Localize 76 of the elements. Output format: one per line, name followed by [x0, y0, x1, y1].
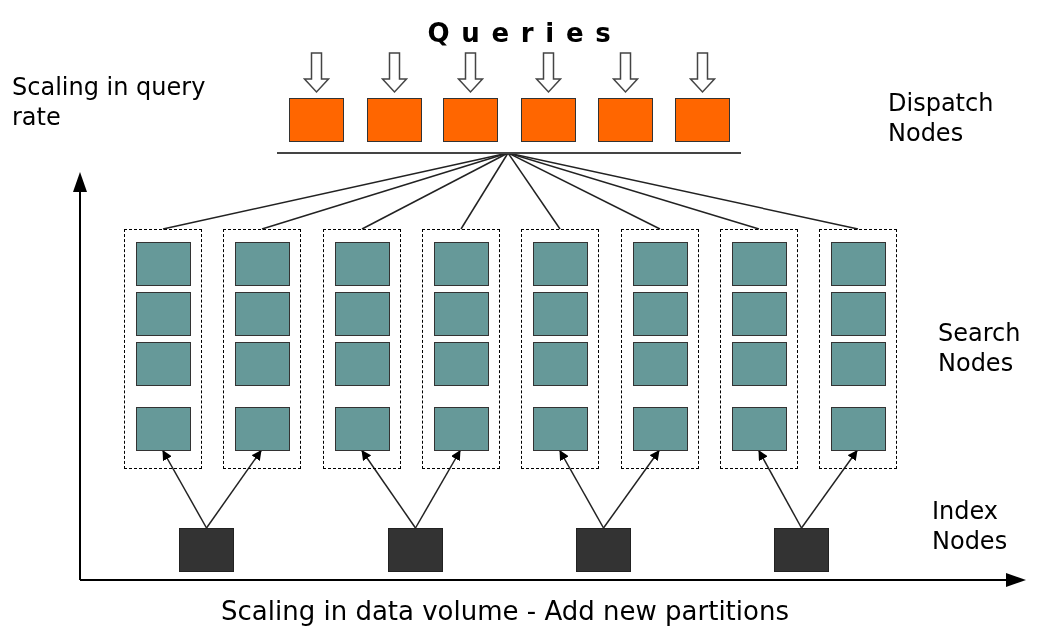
queries-heading: Queries — [426, 17, 624, 50]
partition-group-frame — [124, 229, 202, 469]
search-node-box — [633, 342, 688, 386]
index-node-box — [576, 528, 631, 572]
arrow — [800, 449, 859, 529]
search-node-box — [434, 342, 489, 386]
partition-group-frame — [422, 229, 500, 469]
index-node-box — [388, 528, 443, 572]
search-node-box — [633, 407, 688, 451]
search-node-box — [335, 342, 390, 386]
search-node-box — [831, 407, 886, 451]
search-node-box — [533, 407, 588, 451]
arrow — [360, 449, 417, 529]
connector-line — [460, 152, 509, 230]
search-node-box — [136, 242, 191, 286]
axis-label: Scaling in data volume - Add new partitions — [220, 595, 790, 628]
search-node-box — [235, 292, 290, 336]
tier-label: Search Nodes — [938, 318, 1022, 378]
search-node-box — [831, 292, 886, 336]
partition-group-frame — [521, 229, 599, 469]
arrow — [602, 449, 661, 529]
dispatch-node-box — [675, 98, 730, 142]
arrow — [558, 449, 605, 529]
dispatch-node-box — [289, 98, 344, 142]
arrow — [757, 449, 803, 529]
index-node-box — [774, 528, 829, 572]
query-arrow — [534, 52, 563, 94]
axis-label: Scaling in query rate — [12, 72, 207, 132]
connector-line — [507, 152, 760, 230]
search-node-box — [136, 292, 191, 336]
search-node-box — [831, 342, 886, 386]
index-node-box — [179, 528, 234, 572]
search-node-box — [633, 292, 688, 336]
arrow — [161, 449, 208, 529]
search-node-box — [136, 342, 191, 386]
search-node-box — [335, 407, 390, 451]
connector-line — [507, 152, 561, 230]
search-node-box — [533, 342, 588, 386]
partition-group-frame — [819, 229, 897, 469]
dispatch-node-box — [598, 98, 653, 142]
search-node-box — [434, 292, 489, 336]
dispatch-node-box — [521, 98, 576, 142]
search-node-box — [732, 342, 787, 386]
tier-label: Dispatch Nodes — [888, 88, 995, 148]
query-arrow — [380, 52, 409, 94]
search-node-box — [533, 242, 588, 286]
query-arrow — [611, 52, 640, 94]
arrow — [414, 449, 462, 529]
search-node-box — [633, 242, 688, 286]
connector-line — [361, 152, 509, 230]
partition-group-frame — [621, 229, 699, 469]
search-node-box — [235, 342, 290, 386]
dispatch-node-box — [443, 98, 498, 142]
partition-group-frame — [323, 229, 401, 469]
search-node-box — [831, 242, 886, 286]
search-node-box — [235, 242, 290, 286]
partition-group-frame — [223, 229, 301, 469]
search-node-box — [434, 242, 489, 286]
dispatch-node-box — [367, 98, 422, 142]
partition-group-frame — [720, 229, 798, 469]
search-node-box — [732, 407, 787, 451]
bus-line — [277, 152, 741, 154]
search-node-box — [335, 242, 390, 286]
query-arrow — [456, 52, 485, 94]
search-node-box — [533, 292, 588, 336]
query-arrow — [688, 52, 717, 94]
connector-line — [507, 152, 661, 230]
arrow — [205, 449, 263, 529]
tier-label: Index Nodes — [932, 496, 1009, 556]
search-node-box — [235, 407, 290, 451]
query-arrow — [302, 52, 331, 94]
search-node-box — [434, 407, 489, 451]
search-node-box — [732, 242, 787, 286]
search-node-box — [335, 292, 390, 336]
search-node-box — [732, 292, 787, 336]
search-node-box — [136, 407, 191, 451]
